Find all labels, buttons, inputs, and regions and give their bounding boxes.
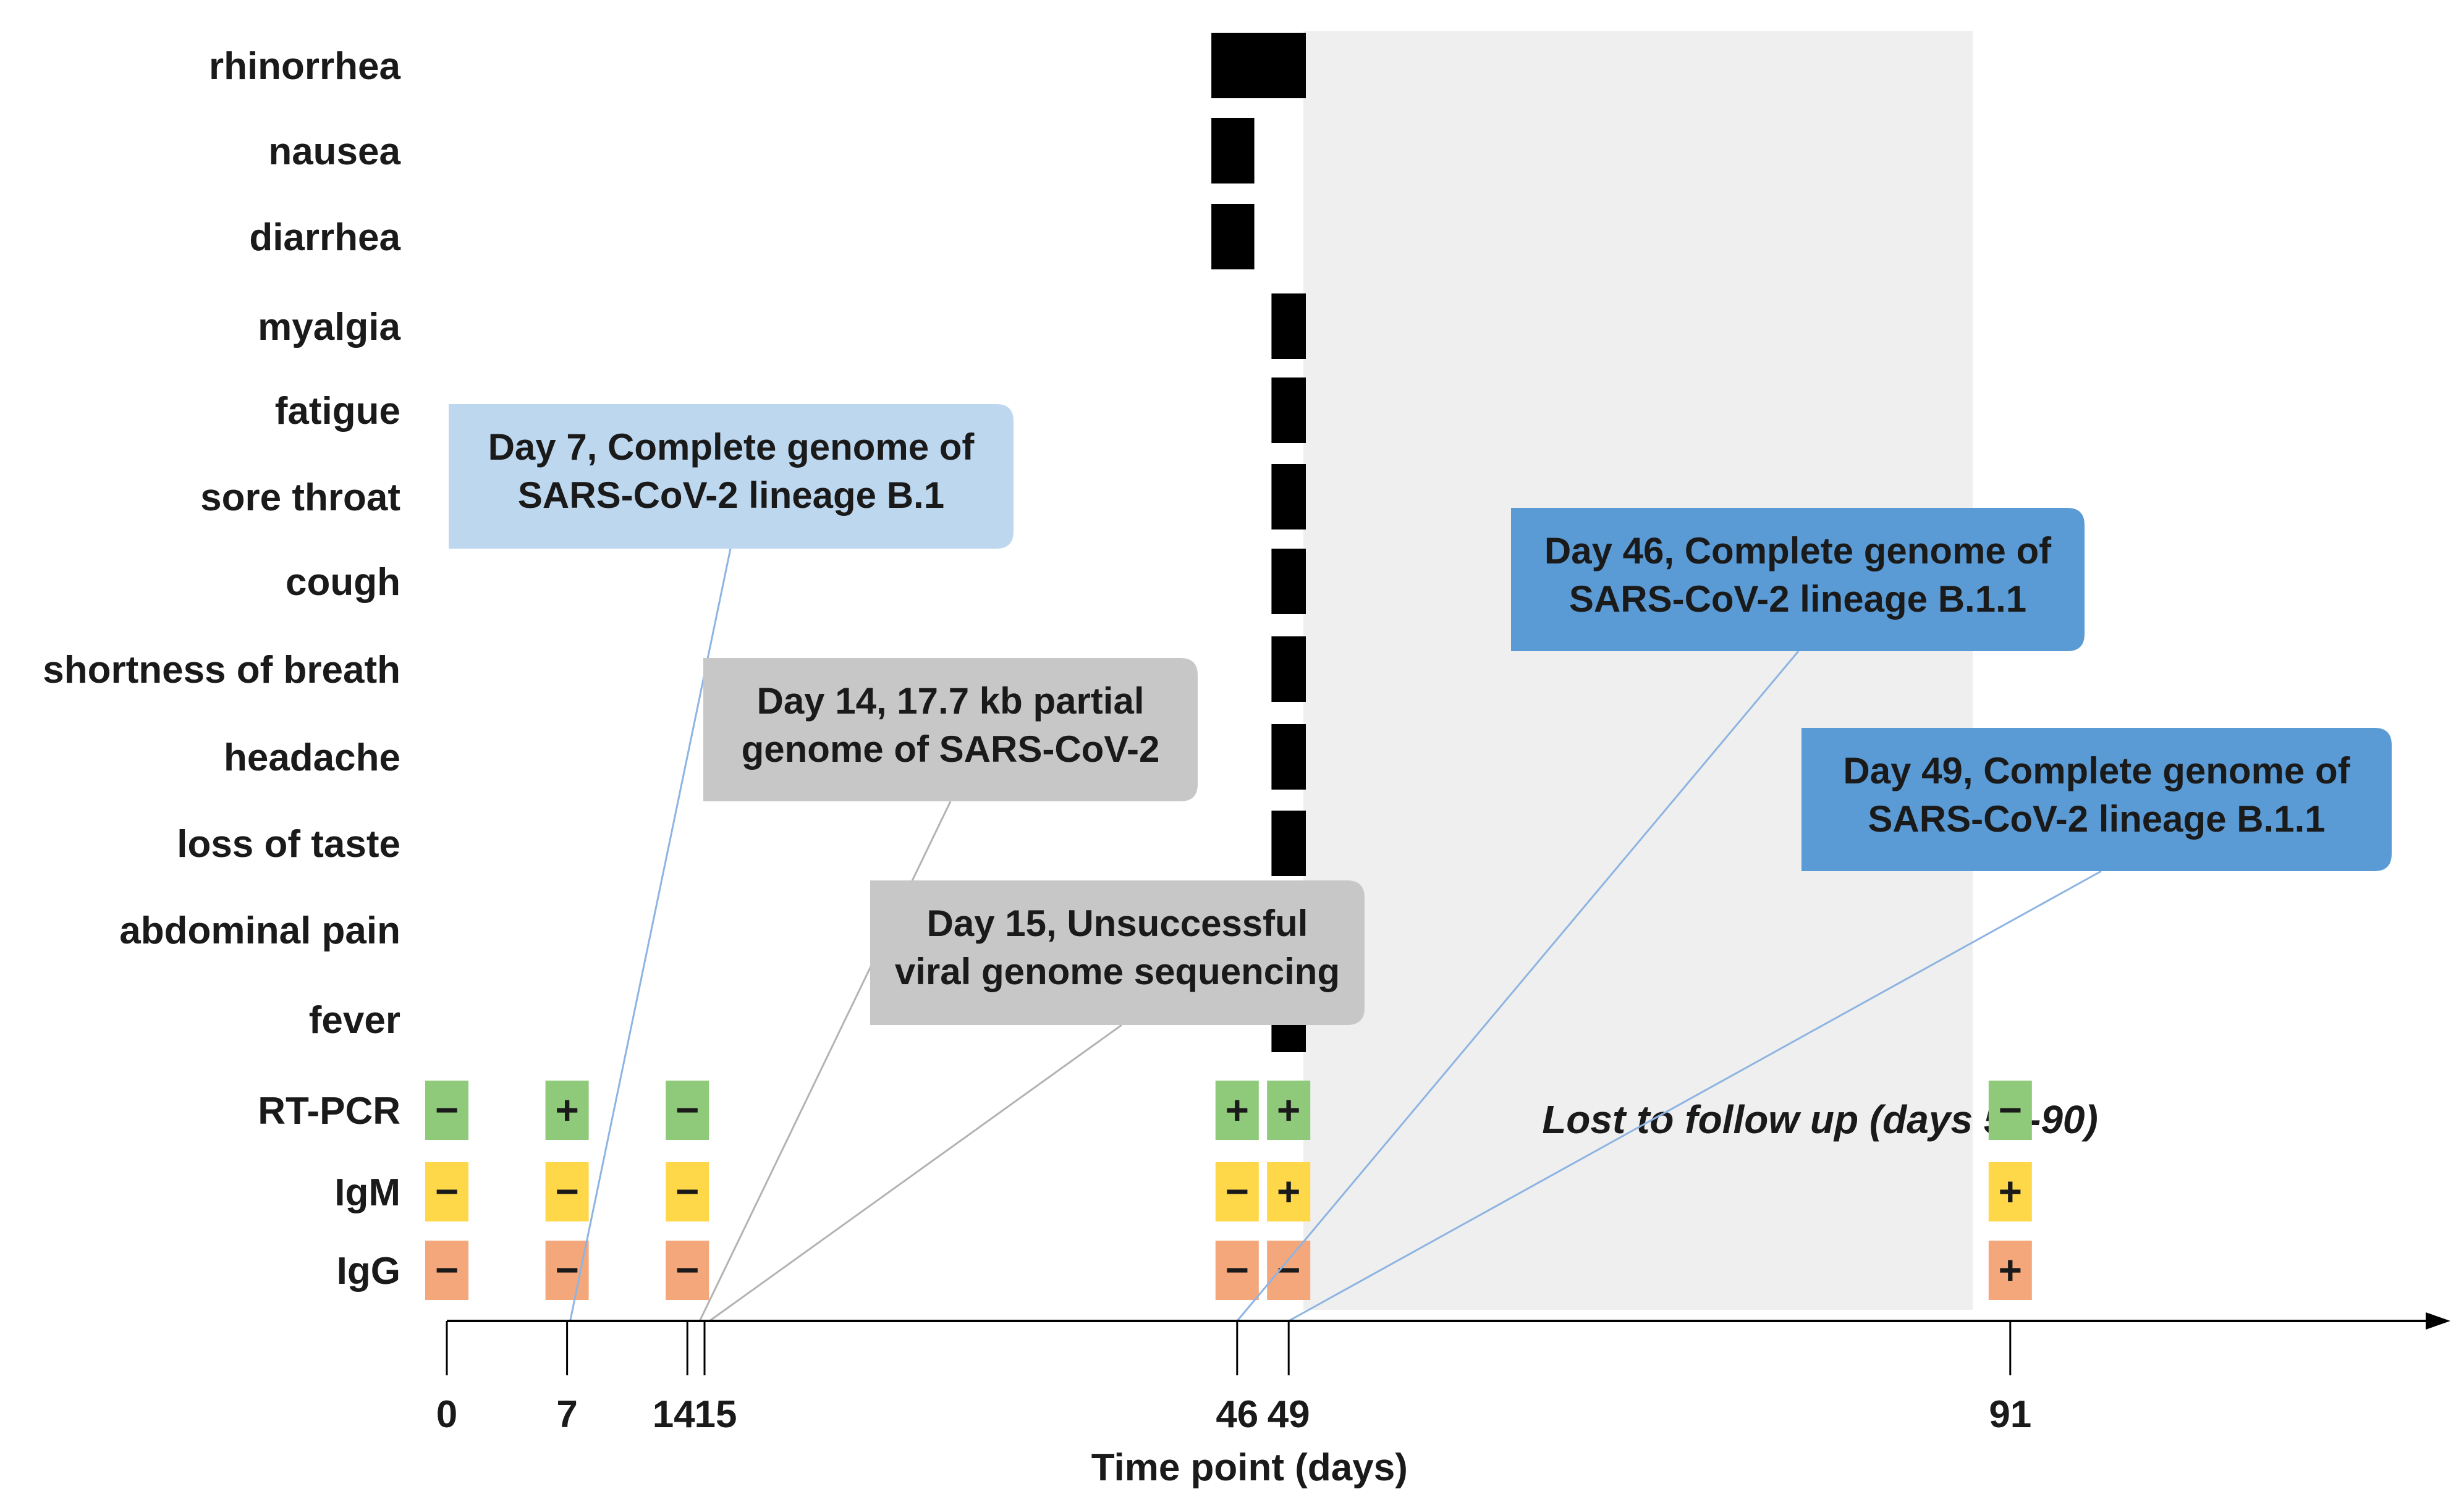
callout-box-day-7: [449, 404, 1014, 549]
callout-box-day-14: [703, 658, 1198, 801]
x-axis-title: Time point (days): [1091, 1446, 1408, 1489]
symptom-label-rhinorrhea: rhinorrhea: [209, 45, 401, 88]
symptom-label-shortness-of-breath: shortness of breath: [43, 649, 400, 691]
symptom-label-fatigue: fatigue: [275, 390, 400, 432]
test-result-box-igm-day-91: [1988, 1162, 2032, 1221]
test-label-rt-pcr: RT-PCR: [258, 1090, 400, 1132]
symptom-label-nausea: nausea: [268, 130, 400, 173]
callout-leader-day-46: [1236, 651, 1800, 1322]
lost-to-followup-region: [1303, 31, 1973, 1310]
callout-box-day-46: [1511, 508, 2085, 651]
symptom-label-headache: headache: [224, 736, 400, 779]
test-result-box-igm-day-14: [666, 1162, 709, 1221]
test-result-symbol-igg-day-7: −: [555, 1247, 579, 1293]
test-result-box-rt-pcr-day-91: [1988, 1081, 2032, 1140]
callout-leader-day-15: [709, 1024, 1122, 1322]
callout-text-day-14-line-2: genome of SARS-CoV-2: [742, 728, 1160, 770]
symptom-bar-nausea: [1211, 118, 1255, 183]
test-result-symbol-rt-pcr-day-46: +: [1226, 1087, 1250, 1132]
test-result-symbol-rt-pcr-day-49: +: [1277, 1087, 1301, 1132]
test-result-box-igm-day-46: [1215, 1162, 1259, 1221]
test-result-box-igm-day-0: [425, 1162, 468, 1221]
test-result-box-rt-pcr-day-14: [666, 1081, 709, 1140]
test-result-symbol-igg-day-0: −: [435, 1247, 459, 1293]
callout-text-day-15-line-1: Day 15, Unsuccessful: [927, 903, 1308, 944]
callout-text-day-7-line-1: Day 7, Complete genome of: [488, 426, 975, 468]
symptom-bar-diarrhea: [1211, 204, 1255, 269]
test-result-box-rt-pcr-day-49: [1267, 1081, 1311, 1140]
symptom-label-loss-of-taste: loss of taste: [177, 823, 400, 866]
symptom-bar-cough: [1271, 549, 1306, 614]
sequencing-callouts: Day 7, Complete genome of SARS-CoV-2 line…: [449, 404, 2392, 1025]
callout-text-day-46-line-1: Day 46, Complete genome of: [1544, 530, 2052, 572]
test-result-box-igg-day-91: [1988, 1241, 2032, 1300]
test-result-symbol-rt-pcr-day-7: +: [555, 1087, 579, 1132]
test-result-box-igm-day-49: [1267, 1162, 1311, 1221]
test-result-symbol-igm-day-46: −: [1226, 1168, 1250, 1214]
test-result-symbol-igm-day-0: −: [435, 1168, 459, 1214]
test-result-box-rt-pcr-day-46: [1215, 1081, 1259, 1140]
callout-text-day-46-line-2: SARS-CoV-2 lineage B.1.1: [1569, 578, 2026, 620]
callout-leader-day-49: [1288, 870, 2102, 1322]
test-result-box-igg-day-46: [1215, 1241, 1259, 1300]
test-result-rows: RT-PCR−+−++−IgM−−−−++IgG−−−−−+: [258, 1081, 2032, 1300]
symptom-rows: rhinorrhea nausea diarrhea myalgia fatigue so…: [43, 33, 1306, 1052]
test-result-symbol-igg-day-91: +: [1999, 1247, 2023, 1293]
test-result-symbol-igm-day-7: −: [555, 1168, 579, 1214]
callout-text-day-15-line-2: viral genome sequencing: [895, 951, 1340, 992]
symptom-label-cough: cough: [286, 561, 400, 604]
test-result-box-igg-day-49: [1267, 1241, 1311, 1300]
x-tick-label-0: 0: [436, 1393, 457, 1436]
x-tick-label-7: 7: [556, 1393, 577, 1436]
test-result-symbol-igm-day-91: +: [1999, 1168, 2023, 1214]
x-tick-label-91: 91: [1989, 1393, 2031, 1436]
symptom-label-diarrhea: diarrhea: [249, 216, 400, 259]
callout-box-day-15: [870, 880, 1365, 1025]
x-tick-label-46: 46: [1216, 1393, 1258, 1436]
callout-text-day-49-line-1: Day 49, Complete genome of: [1843, 750, 2350, 791]
test-result-symbol-igg-day-46: −: [1226, 1247, 1250, 1293]
symptom-bar-sore-throat: [1271, 464, 1306, 529]
callout-text-day-14-line-1: Day 14, 17.7 kb partial: [756, 680, 1144, 722]
symptom-bar-headache: [1271, 724, 1306, 790]
symptom-bar-loss-of-taste: [1271, 811, 1306, 876]
symptom-label-abdominal-pain: abdominal pain: [119, 909, 400, 952]
test-result-box-igm-day-7: [545, 1162, 589, 1221]
test-label-igm: IgM: [334, 1171, 400, 1214]
test-result-symbol-igm-day-49: +: [1277, 1168, 1301, 1214]
test-result-symbol-rt-pcr-day-0: −: [435, 1087, 459, 1132]
symptom-bar-fatigue: [1271, 378, 1306, 443]
x-tick-label-14: 14: [653, 1393, 695, 1436]
symptom-label-myalgia: myalgia: [258, 306, 400, 348]
x-tick-label-49: 49: [1268, 1393, 1310, 1436]
symptom-bar-myalgia: [1271, 293, 1306, 359]
test-result-symbol-igg-day-14: −: [675, 1247, 700, 1293]
x-tick-label-15: 15: [695, 1393, 737, 1436]
symptom-bar-rhinorrhea: [1211, 33, 1306, 98]
callout-text-day-49-line-2: SARS-CoV-2 lineage B.1.1: [1868, 798, 2325, 840]
x-axis-arrowhead: [2426, 1312, 2450, 1330]
symptom-label-sore-throat: sore throat: [200, 476, 400, 519]
callout-text-day-7-line-2: SARS-CoV-2 lineage B.1: [518, 475, 944, 516]
test-result-symbol-rt-pcr-day-14: −: [675, 1087, 700, 1132]
test-label-igg: IgG: [337, 1250, 400, 1293]
callout-box-day-49: [1801, 728, 2392, 871]
test-result-box-rt-pcr-day-7: [545, 1081, 589, 1140]
test-result-symbol-rt-pcr-day-91: −: [1999, 1087, 2023, 1132]
test-result-box-igg-day-0: [425, 1241, 468, 1300]
callout-leader-day-14: [698, 801, 952, 1322]
test-result-box-rt-pcr-day-0: [425, 1081, 468, 1140]
symptom-label-fever: fever: [309, 999, 400, 1042]
test-result-symbol-igm-day-14: −: [675, 1168, 700, 1214]
symptom-bar-shortness-of-breath: [1271, 636, 1306, 702]
test-result-box-igg-day-14: [666, 1241, 709, 1300]
